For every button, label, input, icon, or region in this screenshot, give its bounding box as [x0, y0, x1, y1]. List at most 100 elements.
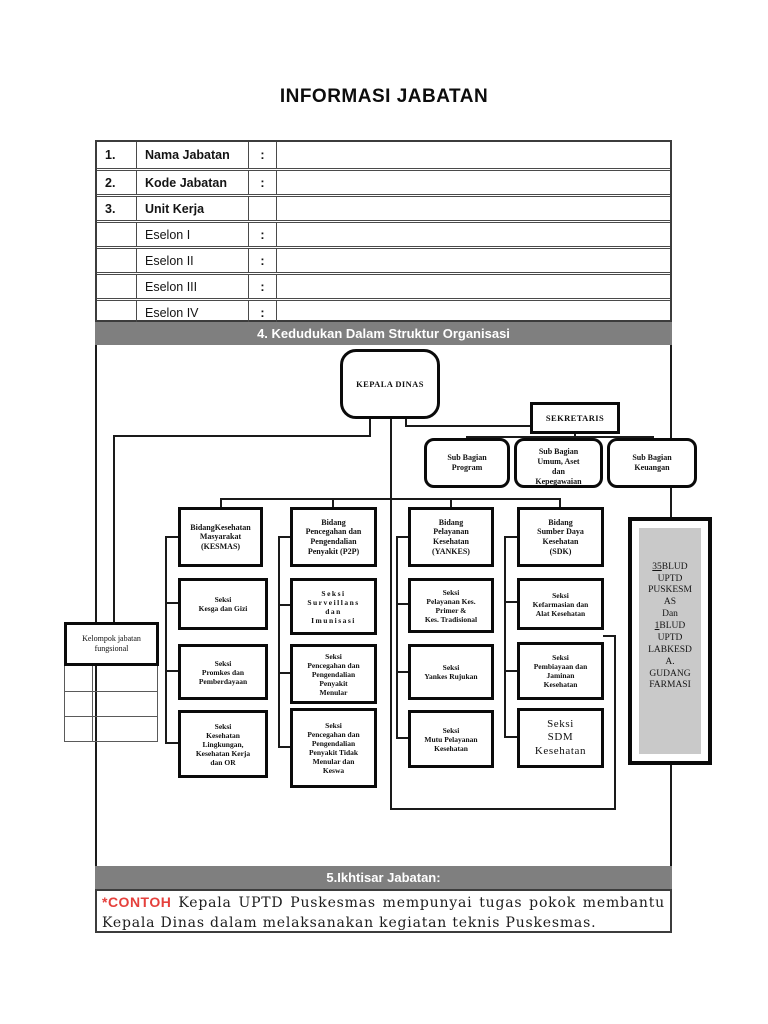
connector-line	[332, 498, 334, 508]
connector-line	[504, 736, 518, 738]
grid-line	[64, 741, 158, 742]
connector-line	[559, 498, 561, 508]
org-box-seksi-kesga-gizi: Seksi Kesga dan Gizi	[178, 578, 268, 630]
chart-left-border	[95, 345, 97, 866]
connector-line	[278, 604, 291, 606]
connector-line	[396, 737, 409, 739]
row-value	[277, 142, 670, 168]
row-number	[97, 301, 137, 324]
org-box-seksi-surveillans: Seksi Surveillans dan Imunisasi	[290, 578, 377, 635]
org-box-seksi-sdm: Seksi SDM Kesehatan	[517, 708, 604, 768]
org-box-kepala-dinas: KEPALA DINAS	[340, 349, 440, 419]
section5-header: 5.Ikhtisar Jabatan:	[95, 866, 672, 889]
org-box-seksi-mutu: Seksi Mutu Pelayanan Kesehatan	[408, 710, 494, 768]
table-row: 1. Nama Jabatan :	[97, 142, 670, 168]
grid-line	[64, 716, 158, 717]
connector-line	[396, 536, 398, 739]
org-box-sub-bagian-umum: Sub Bagian Umum, Aset dan Kepegawaian	[514, 438, 603, 488]
info-table: 1. Nama Jabatan : 2. Kode Jabatan : 3. U…	[95, 140, 672, 324]
row-label: Nama Jabatan	[137, 142, 249, 168]
grid-line	[64, 666, 65, 741]
row-label: Eselon III	[137, 275, 249, 298]
connector-line	[165, 742, 179, 744]
grid-line	[157, 666, 158, 741]
connector-line	[450, 498, 452, 508]
table-row: Eselon IV :	[97, 298, 670, 324]
org-box-bidang-p2p: Bidang Pencegahan dan Pengendalian Penya…	[290, 507, 377, 567]
row-value	[277, 197, 670, 220]
connector-line	[396, 536, 409, 538]
row-colon: :	[249, 223, 277, 246]
connector-line	[504, 601, 518, 603]
note-text: Kepala UPTD Puskesmas mempunyai tugas po…	[102, 895, 665, 932]
row-value	[277, 171, 670, 194]
row-number: 1.	[97, 142, 137, 168]
row-value	[277, 249, 670, 272]
org-box-seksi-yankes-rujukan: Seksi Yankes Rujukan	[408, 644, 494, 700]
row-colon: :	[249, 142, 277, 168]
row-colon: :	[249, 301, 277, 324]
connector-line	[278, 536, 291, 538]
org-box-seksi-promkes: Seksi Promkes dan Pemberdayaan	[178, 644, 268, 700]
table-row: 2. Kode Jabatan :	[97, 168, 670, 194]
connector-line	[278, 746, 291, 748]
connector-line	[405, 425, 531, 427]
table-row: 3. Unit Kerja	[97, 194, 670, 220]
row-number	[97, 223, 137, 246]
org-box-sub-bagian-keuangan: Sub Bagian Keuangan	[607, 438, 697, 488]
org-box-seksi-yankes-primer: Seksi Pelayanan Kes. Primer & Kes. Tradi…	[408, 578, 494, 633]
connector-line	[220, 498, 222, 508]
connector-line	[603, 635, 616, 637]
connector-line	[278, 672, 291, 674]
row-colon: :	[249, 275, 277, 298]
page-title: INFORMASI JABATAN	[279, 86, 489, 107]
org-box-seksi-pembiayaan: Seksi Pembiayaan dan Jaminan Kesehatan	[517, 642, 604, 700]
connector-line	[165, 602, 179, 604]
connector-line	[396, 603, 409, 605]
table-row: Eselon I :	[97, 220, 670, 246]
org-box-sub-bagian-program: Sub Bagian Program	[424, 438, 510, 488]
org-box-bidang-sdk: Bidang Sumber Daya Kesehatan (SDK)	[517, 507, 604, 567]
table-row: Eselon II :	[97, 246, 670, 272]
org-box-seksi-kesling: Seksi Kesehatan Lingkungan, Kesehatan Ke…	[178, 710, 268, 778]
row-number	[97, 249, 137, 272]
grid-line	[64, 691, 158, 692]
row-number: 3.	[97, 197, 137, 220]
connector-line	[369, 419, 371, 437]
connector-line	[278, 536, 280, 748]
connector-line	[504, 670, 518, 672]
connector-line	[390, 808, 616, 810]
row-number	[97, 275, 137, 298]
org-box-kelompok-fungsional: Kelompok jabatan fungsional	[64, 622, 159, 666]
connector-line	[504, 536, 518, 538]
table-row: Eselon III :	[97, 272, 670, 298]
connector-line	[504, 536, 506, 738]
row-number: 2.	[97, 171, 137, 194]
row-value	[277, 301, 670, 324]
org-box-seksi-p2p-tidak-menular: Seksi Pencegahan dan Pengendalian Penyak…	[290, 708, 377, 788]
org-box-seksi-kefarmasian: Seksi Kefarmasian dan Alat Kesehatan	[517, 578, 604, 630]
connector-line	[165, 670, 179, 672]
connector-line	[466, 436, 654, 438]
org-box-bidang-kesmas: BidangKesehatan Masyarakat (KESMAS)	[178, 507, 263, 567]
org-box-bidang-yankes: Bidang Pelayanan Kesehatan (YANKES)	[408, 507, 494, 567]
connector-line	[614, 635, 616, 810]
row-value	[277, 275, 670, 298]
org-box-sekretaris: SEKRETARIS	[530, 402, 620, 434]
row-colon: :	[249, 249, 277, 272]
row-label: Eselon II	[137, 249, 249, 272]
org-box-seksi-p2p-menular: Seksi Pencegahan dan Pengendalian Penyak…	[290, 644, 377, 704]
row-label: Eselon IV	[137, 301, 249, 324]
row-label: Eselon I	[137, 223, 249, 246]
row-label: Kode Jabatan	[137, 171, 249, 194]
connector-line	[165, 536, 167, 744]
grid-line	[92, 666, 93, 741]
connector-line	[113, 435, 371, 437]
row-colon: :	[249, 171, 277, 194]
connector-line	[396, 671, 409, 673]
